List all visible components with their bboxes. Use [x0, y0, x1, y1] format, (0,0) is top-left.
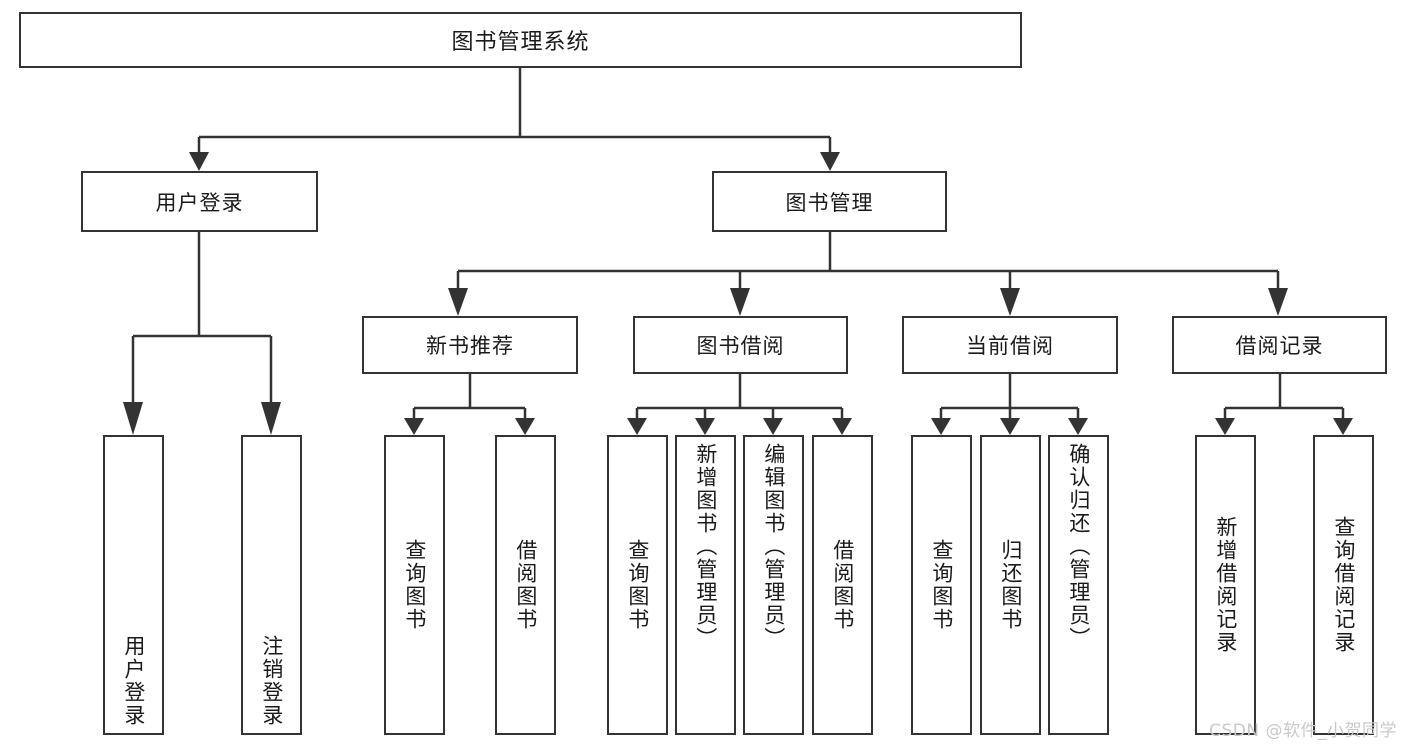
node-label: 用户登录 — [155, 190, 244, 215]
node-root-system[interactable]: 图书管理系统 — [19, 12, 1022, 68]
leaf-borrow-borrow-book[interactable]: 借阅图书 — [812, 435, 873, 735]
node-label: 查询图书 — [929, 539, 954, 631]
watermark: CSDN @软件_小贺同学 — [1209, 721, 1397, 741]
leaf-borrow-query-book[interactable]: 查询图书 — [607, 435, 668, 735]
node-label: 确认归还（管理员） — [1066, 443, 1091, 650]
leaf-user-login-login[interactable]: 用户登录 — [103, 435, 164, 735]
leaf-borrow-edit-book-admin[interactable]: 编辑图书（管理员） — [743, 435, 804, 735]
leaf-borrow-add-book-admin[interactable]: 新增图书（管理员） — [675, 435, 736, 735]
leaf-record-query-record[interactable]: 查询借阅记录 — [1313, 435, 1374, 735]
node-label: 注销登录 — [259, 635, 284, 727]
node-label: 借阅图书 — [513, 539, 538, 631]
leaf-new-book-query[interactable]: 查询图书 — [384, 435, 445, 735]
leaf-user-login-logout[interactable]: 注销登录 — [241, 435, 302, 735]
node-label: 编辑图书（管理员） — [761, 443, 786, 650]
node-label: 用户登录 — [121, 635, 146, 727]
node-label: 新书推荐 — [426, 334, 514, 358]
node-label: 查询图书 — [625, 539, 650, 631]
node-borrow-record[interactable]: 借阅记录 — [1172, 316, 1387, 374]
node-label: 新增借阅记录 — [1213, 516, 1238, 654]
node-label: 新增图书（管理员） — [693, 443, 718, 650]
leaf-current-confirm-return-admin[interactable]: 确认归还（管理员） — [1048, 435, 1109, 735]
node-label: 图书管理系统 — [451, 30, 590, 55]
node-label: 图书借阅 — [696, 334, 785, 358]
node-user-login[interactable]: 用户登录 — [81, 171, 318, 232]
node-label: 借阅记录 — [1235, 334, 1324, 358]
leaf-record-add-record[interactable]: 新增借阅记录 — [1195, 435, 1256, 735]
node-current-borrow[interactable]: 当前借阅 — [902, 316, 1118, 374]
node-label: 查询图书 — [402, 539, 427, 631]
node-label: 借阅图书 — [830, 539, 855, 631]
node-label: 当前借阅 — [966, 334, 1054, 358]
node-label: 图书管理 — [785, 190, 874, 215]
node-new-book-recommend[interactable]: 新书推荐 — [362, 316, 578, 374]
node-label: 归还图书 — [998, 539, 1023, 631]
node-book-management[interactable]: 图书管理 — [712, 171, 947, 232]
leaf-current-query-book[interactable]: 查询图书 — [911, 435, 972, 735]
leaf-current-return-book[interactable]: 归还图书 — [980, 435, 1041, 735]
node-label: 查询借阅记录 — [1331, 516, 1356, 654]
node-book-borrow[interactable]: 图书借阅 — [633, 316, 848, 374]
leaf-new-book-borrow[interactable]: 借阅图书 — [495, 435, 556, 735]
